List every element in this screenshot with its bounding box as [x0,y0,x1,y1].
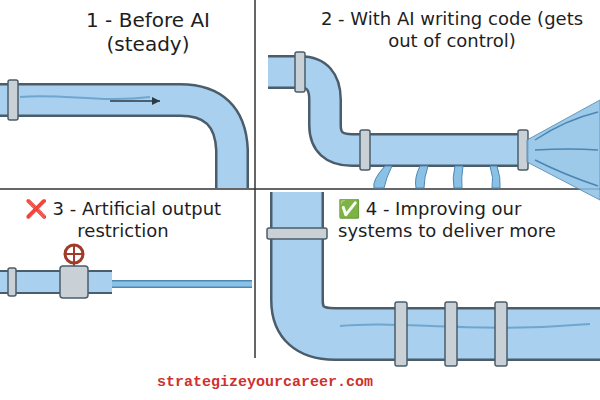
panel-caption: ✅ 4 - Improving our systems to deliver m… [338,198,593,241]
restricted-pipe [0,245,252,298]
watermark: strategizeyourcareer.com [100,374,430,392]
panel-divider [0,188,600,190]
panel-divider [254,0,256,358]
improved-pipe [267,192,600,366]
panel-caption: ❌ 3 - Artificial output restriction [12,198,234,241]
steady-pipe [0,80,232,188]
panel-caption: 1 - Before AI (steady) [48,8,248,56]
leaking-pipe [268,52,600,200]
panel-caption: 2 - With AI writing code (gets out of co… [312,8,592,51]
